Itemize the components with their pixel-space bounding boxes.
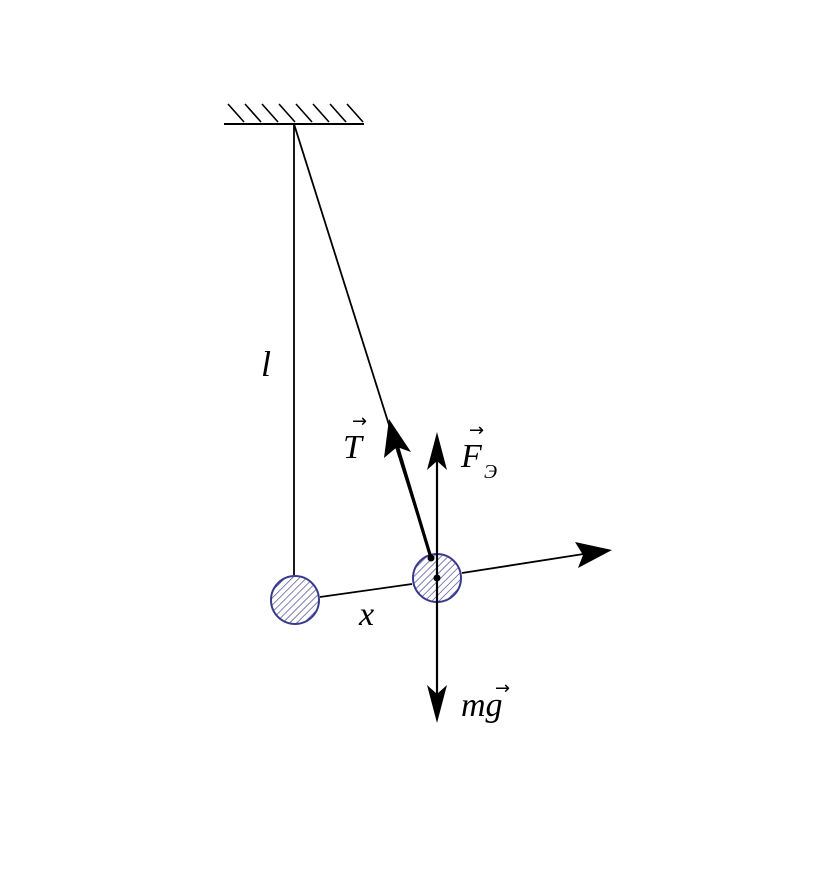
tension-vector: [395, 444, 433, 559]
tension-vector-mark: →: [352, 411, 367, 432]
gravity-vector-mark: →: [495, 678, 510, 699]
tension-label: T: [343, 429, 364, 466]
electric-force-arrowhead: [427, 432, 447, 470]
thread-attachment-dot: [427, 554, 435, 562]
gravity-arrowhead: [427, 685, 447, 723]
tension-label-group: → T: [343, 411, 367, 466]
electric-force-label: F: [460, 438, 483, 475]
displacement-line: [319, 583, 413, 598]
electric-force-label-group: → F Э: [460, 420, 497, 483]
ceiling-support: [224, 103, 364, 125]
ball-center-dot: [433, 574, 441, 582]
x-axis-line: [461, 552, 591, 574]
electric-force-subscript: Э: [484, 461, 497, 483]
tension-arrowhead: [384, 419, 411, 458]
length-label: l: [261, 344, 271, 384]
displacement-label: x: [358, 596, 374, 633]
x-axis-arrowhead: [575, 542, 612, 568]
equilibrium-ball: [270, 575, 320, 625]
gravity-label-group: → mg: [461, 678, 510, 724]
gravity-label: mg: [461, 687, 503, 724]
electric-force-vector-mark: →: [469, 420, 484, 441]
